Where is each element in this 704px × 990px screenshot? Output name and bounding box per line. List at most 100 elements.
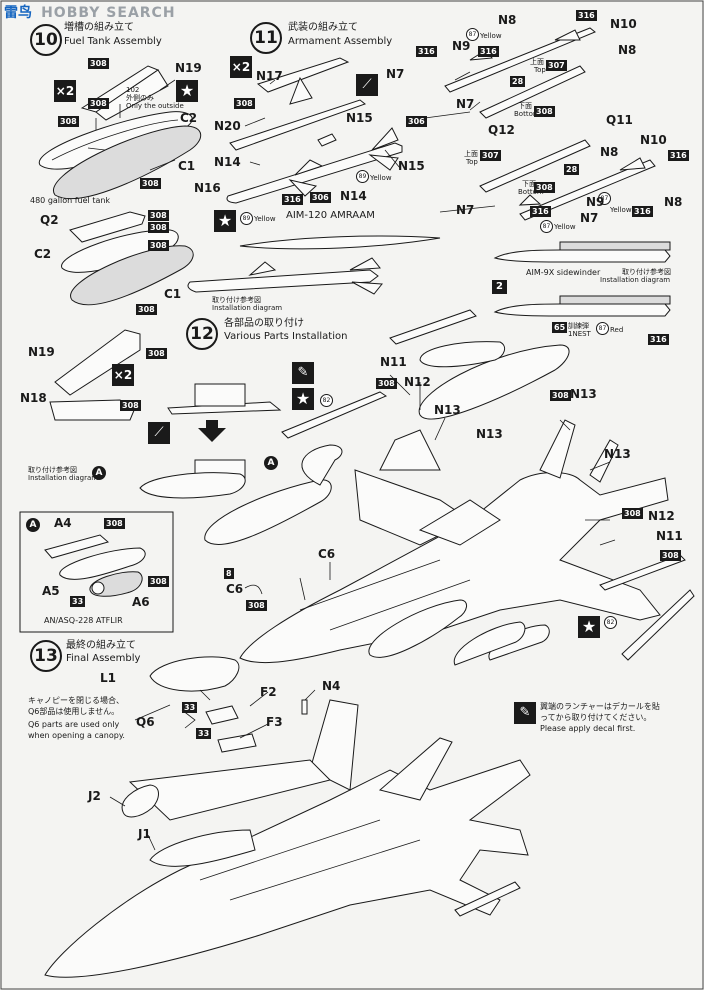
number-2-badge: 2	[492, 280, 507, 294]
label-a5: A5	[42, 584, 60, 598]
code-316: 316	[282, 194, 303, 205]
nest-label-en: 1NEST	[568, 330, 591, 338]
label-n13: N13	[570, 387, 597, 401]
top-label-jp: 上面	[530, 58, 544, 66]
part-n4	[301, 699, 308, 715]
label-n17: N17	[256, 69, 283, 83]
label-n9: N9	[586, 195, 605, 209]
label-n13: N13	[604, 447, 631, 461]
code-308: 308	[136, 304, 157, 315]
label-n11: N11	[656, 529, 683, 543]
code-308: 308	[376, 378, 397, 389]
aim9x-side-views	[493, 241, 671, 317]
step-11-number: 11	[250, 22, 282, 54]
code-28: 28	[564, 164, 580, 175]
bottom-label-jp: 下面	[518, 102, 532, 110]
paint-brush-icon: ✎	[514, 702, 536, 724]
code-316: 316	[478, 46, 499, 57]
bottom-label-en: Bottom	[514, 110, 540, 118]
label-n8: N8	[498, 13, 517, 27]
code-308: 308	[146, 348, 167, 359]
code-308: 308	[534, 106, 555, 117]
color-code-87: 87	[598, 192, 611, 205]
step-13-title-jp: 最終の組み立て	[66, 640, 136, 651]
label-n18: N18	[20, 391, 47, 405]
top-label-en: Top	[466, 158, 478, 166]
atflir-inset	[19, 511, 174, 633]
decal-note-jp-1: 翼端のランチャーはデカールを貼	[540, 702, 660, 711]
outside-note-en: Only the outside	[126, 102, 184, 110]
label-n10: N10	[610, 17, 637, 31]
label-q2: Q2	[40, 213, 59, 227]
code-307: 307	[480, 150, 501, 161]
inset-marker-a: A	[264, 456, 278, 470]
atflir-caption: AN/ASQ-228 ATFLIR	[44, 616, 123, 625]
code-316: 316	[632, 206, 653, 217]
c6-number-badge: 8	[224, 568, 234, 579]
drop-tanks-under-wing	[204, 344, 570, 545]
times-two-badge: ×2	[112, 364, 134, 386]
color-code-82: 82	[320, 394, 333, 407]
label-n19: N19	[28, 345, 55, 359]
sidewinder-caption: AIM-9X sidewinder	[526, 268, 601, 277]
label-n7: N7	[386, 67, 405, 81]
label-n11: N11	[380, 355, 407, 369]
label-n20: N20	[214, 119, 241, 133]
code-308: 308	[88, 98, 109, 109]
top-label-en: Top	[534, 66, 546, 74]
aircraft-step12	[239, 419, 669, 664]
label-j2: J2	[88, 789, 101, 803]
code-306: 306	[310, 192, 331, 203]
code-308: 308	[120, 400, 141, 411]
label-n13: N13	[476, 427, 503, 441]
canopy-note-en-1: Q6 parts are used only	[28, 720, 120, 729]
color-code-87: 87	[466, 28, 479, 41]
star-icon: ★	[578, 616, 600, 638]
code-316: 316	[648, 334, 669, 345]
install-diagram-en: Installation diagram	[28, 474, 99, 482]
install-diagram-en: Installation diagram	[212, 304, 283, 312]
nest-label-jp: 訓練弾	[568, 322, 589, 330]
label-f2: F2	[260, 685, 277, 699]
amraam-assembled	[226, 127, 403, 204]
label-n13: N13	[434, 403, 461, 417]
watermark-brand-cn: 雷鸟	[4, 5, 32, 21]
label-c6: C6	[318, 547, 336, 561]
label-c2: C2	[180, 111, 198, 125]
label-n4: N4	[322, 679, 341, 693]
label-q6: Q6	[136, 715, 155, 729]
step-11-title-en: Armament Assembly	[288, 36, 393, 47]
cement-brush-icon: ⟋	[356, 74, 378, 96]
label-n14: N14	[340, 189, 367, 203]
code-33: 33	[70, 596, 86, 607]
code-307: 307	[546, 60, 567, 71]
code-308: 308	[140, 178, 161, 189]
color-yellow: Yellow	[610, 206, 632, 214]
aim9x-lower	[479, 139, 656, 221]
label-c6: C6	[226, 582, 244, 596]
label-c2: C2	[34, 247, 52, 261]
install-diagram-jp: 取り付け参考図	[622, 268, 671, 276]
code-308: 308	[660, 550, 681, 561]
pylon-n19-n18	[49, 329, 141, 421]
code-308: 308	[58, 116, 79, 127]
bottom-label-jp: 下面	[522, 180, 536, 188]
label-n12: N12	[648, 509, 675, 523]
step-12-number: 12	[186, 318, 218, 350]
watermark-brand-en: HOBBY SEARCH	[41, 5, 176, 21]
decal-note-jp-2: ってから取り付けてください。	[540, 713, 652, 722]
step-10-number: 10	[30, 24, 62, 56]
star-icon: ★	[176, 80, 198, 102]
install-diagram-en: Installation diagram	[600, 276, 671, 284]
fuel-tank-pylon-q2	[69, 211, 146, 243]
fuel-tank-caption: 480 gallon fuel tank	[30, 196, 111, 205]
canopy-l1	[149, 656, 240, 692]
label-a4: A4	[54, 516, 72, 530]
code-308: 308	[550, 390, 571, 401]
code-316: 316	[576, 10, 597, 21]
pods-under-fuselage	[368, 599, 550, 666]
code-308: 308	[622, 508, 643, 519]
watermark-logo: 雷鸟 HOBBY SEARCH	[4, 2, 176, 22]
code-308: 308	[148, 240, 169, 251]
code-316: 316	[416, 46, 437, 57]
